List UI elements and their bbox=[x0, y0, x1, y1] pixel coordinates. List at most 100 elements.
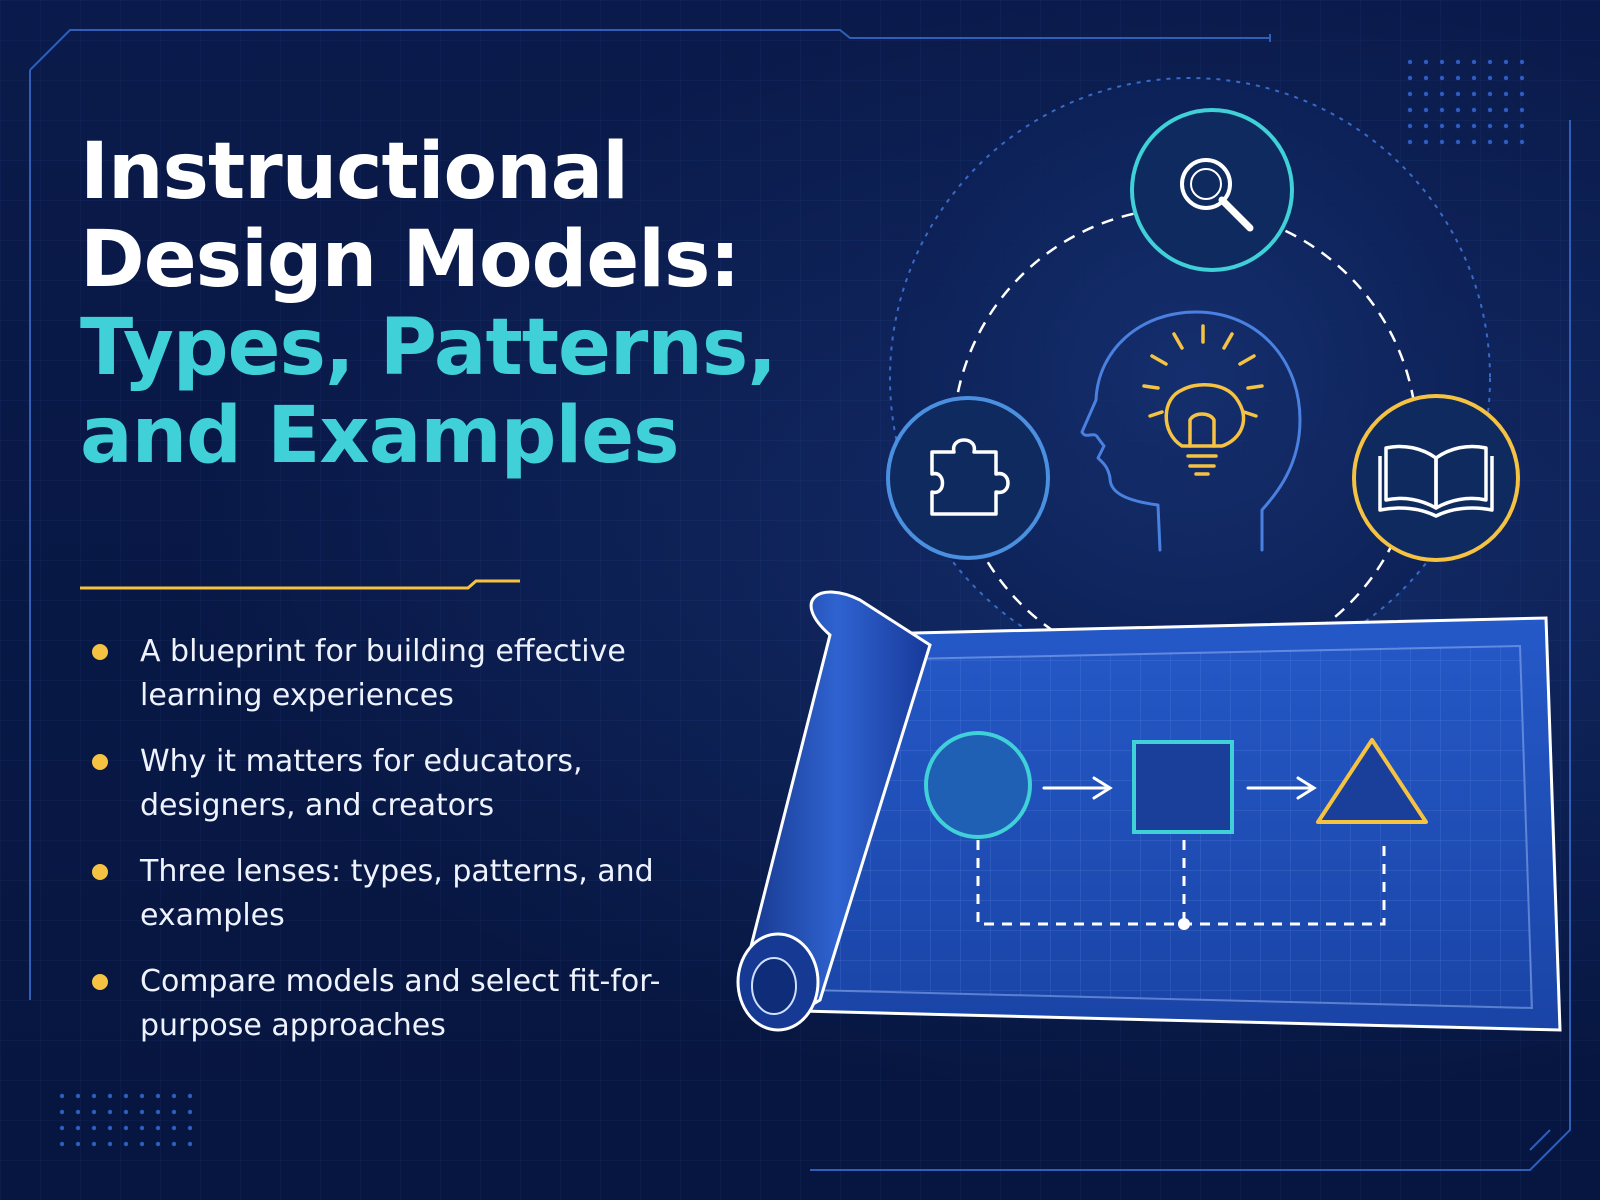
flowchart bbox=[924, 731, 1428, 930]
arrow-right-icon bbox=[1246, 776, 1317, 800]
decor-dot bbox=[1407, 91, 1413, 97]
decor-dot bbox=[1423, 59, 1429, 65]
decor-dot bbox=[1487, 139, 1493, 145]
connector-node bbox=[1178, 918, 1190, 930]
bullet-text: Three lenses: types, patterns, and examp… bbox=[140, 854, 654, 933]
bullet-text: Compare models and select fit-for-purpos… bbox=[140, 964, 661, 1043]
decor-dot bbox=[1487, 123, 1493, 129]
decor-dot bbox=[75, 1093, 81, 1099]
decor-dot bbox=[139, 1093, 145, 1099]
decor-dot bbox=[1503, 59, 1509, 65]
decor-dot bbox=[1487, 107, 1493, 113]
decor-dot bbox=[171, 1109, 177, 1115]
decor-dot bbox=[1455, 123, 1461, 129]
decor-dot bbox=[187, 1109, 193, 1115]
decor-dot bbox=[1487, 75, 1493, 81]
decor-dot bbox=[1455, 59, 1461, 65]
decor-dot bbox=[171, 1093, 177, 1099]
decor-dot bbox=[123, 1141, 129, 1147]
decor-dot bbox=[1455, 107, 1461, 113]
decor-dot bbox=[155, 1141, 161, 1147]
decor-dot bbox=[1519, 59, 1525, 65]
decor-dot bbox=[1487, 91, 1493, 97]
decor-dot bbox=[1519, 123, 1525, 129]
dot-cluster-top-right bbox=[1407, 59, 1525, 145]
decor-dot bbox=[1503, 139, 1509, 145]
decor-dot bbox=[1503, 91, 1509, 97]
decor-dot bbox=[155, 1093, 161, 1099]
bullet-list: A blueprint for building effective learn… bbox=[92, 630, 692, 1070]
decor-dot bbox=[59, 1093, 65, 1099]
bullet-item-2: Why it matters for educators, designers,… bbox=[92, 740, 692, 828]
flowchart-square bbox=[1132, 740, 1234, 834]
decor-dot bbox=[1439, 139, 1445, 145]
head-lightbulb-icon bbox=[1080, 310, 1302, 552]
dashed-connector bbox=[976, 840, 1386, 926]
decor-dot bbox=[1471, 139, 1477, 145]
dot-cluster-bottom-left bbox=[59, 1093, 193, 1147]
decor-dot bbox=[139, 1141, 145, 1147]
decor-dot bbox=[1423, 75, 1429, 81]
decor-dot bbox=[1455, 91, 1461, 97]
decor-dot bbox=[75, 1141, 81, 1147]
decor-dot bbox=[1439, 91, 1445, 97]
decor-dot bbox=[1439, 107, 1445, 113]
decor-dot bbox=[107, 1125, 113, 1131]
bullet-dot-icon bbox=[92, 644, 108, 660]
decor-dot bbox=[1423, 139, 1429, 145]
decor-dot bbox=[1519, 139, 1525, 145]
decor-dot bbox=[123, 1109, 129, 1115]
decor-dot bbox=[1407, 59, 1413, 65]
decor-dot bbox=[1439, 123, 1445, 129]
decor-dot bbox=[1503, 75, 1509, 81]
decor-dot bbox=[187, 1125, 193, 1131]
decor-dot bbox=[75, 1125, 81, 1131]
decor-dot bbox=[1423, 91, 1429, 97]
flowchart-triangle bbox=[1316, 738, 1428, 824]
decor-dot bbox=[123, 1125, 129, 1131]
magnifier-icon bbox=[1130, 108, 1294, 272]
decor-dot bbox=[1455, 75, 1461, 81]
decor-dot bbox=[1439, 75, 1445, 81]
decor-dot bbox=[91, 1125, 97, 1131]
decor-dot bbox=[1439, 59, 1445, 65]
decor-dot bbox=[1407, 139, 1413, 145]
decor-dot bbox=[1471, 123, 1477, 129]
decor-dot bbox=[1471, 75, 1477, 81]
decor-dot bbox=[59, 1125, 65, 1131]
bullet-item-4: Compare models and select fit-for-purpos… bbox=[92, 960, 692, 1048]
decor-dot bbox=[171, 1125, 177, 1131]
decor-dot bbox=[155, 1109, 161, 1115]
decor-dot bbox=[1471, 107, 1477, 113]
decor-dot bbox=[1519, 75, 1525, 81]
decor-dot bbox=[187, 1093, 193, 1099]
decor-dot bbox=[187, 1141, 193, 1147]
decor-dot bbox=[59, 1109, 65, 1115]
decor-dot bbox=[123, 1093, 129, 1099]
decor-dot bbox=[1423, 107, 1429, 113]
arrow-right-icon bbox=[1042, 776, 1113, 800]
decor-dot bbox=[107, 1093, 113, 1099]
decor-dot bbox=[139, 1125, 145, 1131]
decor-dot bbox=[171, 1141, 177, 1147]
decor-dot bbox=[1407, 75, 1413, 81]
decor-dot bbox=[1487, 59, 1493, 65]
decor-dot bbox=[139, 1109, 145, 1115]
decor-dot bbox=[155, 1125, 161, 1131]
decor-dot bbox=[1519, 107, 1525, 113]
title-line-1: Instructional bbox=[80, 127, 629, 217]
title-line-3: Types, Patterns, bbox=[80, 303, 777, 393]
decor-dot bbox=[1455, 139, 1461, 145]
decor-dot bbox=[91, 1141, 97, 1147]
bullet-item-3: Three lenses: types, patterns, and examp… bbox=[92, 850, 692, 938]
bullet-dot-icon bbox=[92, 864, 108, 880]
decor-dot bbox=[91, 1109, 97, 1115]
bullet-item-1: A blueprint for building effective learn… bbox=[92, 630, 692, 718]
bullet-dot-icon bbox=[92, 974, 108, 990]
decor-dot bbox=[1519, 91, 1525, 97]
puzzle-icon bbox=[886, 396, 1050, 560]
decor-dot bbox=[75, 1109, 81, 1115]
page-title: Instructional Design Models: Types, Patt… bbox=[80, 128, 840, 480]
